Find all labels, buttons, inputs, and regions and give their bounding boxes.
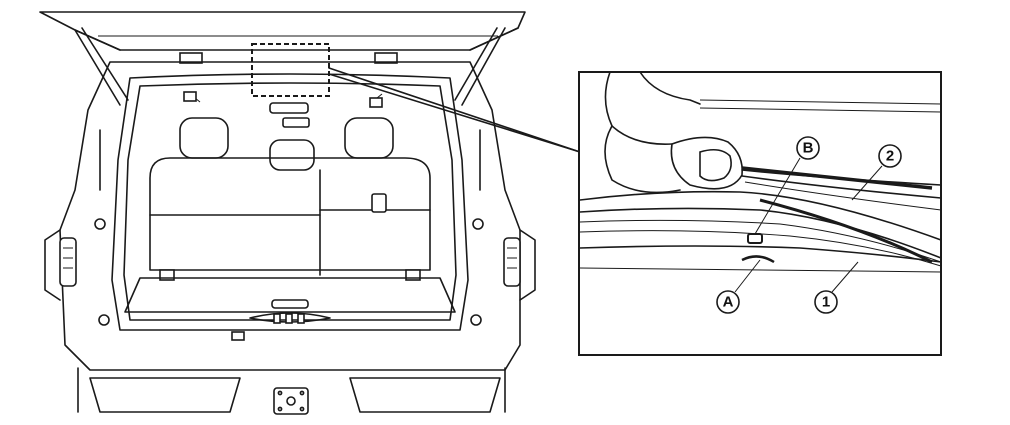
slit-a-part (741, 255, 775, 264)
callout-b-label: B (803, 140, 814, 157)
callout-b: B (796, 136, 820, 160)
vehicle-rear-view (39, 11, 536, 415)
leader-lines (734, 157, 883, 293)
cargo-opening (111, 73, 469, 331)
callout-a: A (716, 290, 740, 314)
callout-a-label: A (723, 294, 734, 311)
cable-lower (759, 198, 933, 264)
detail-view: B 2 A 1 (578, 71, 942, 356)
rear-seats (149, 117, 431, 281)
locator-dashed-box (251, 43, 330, 97)
clip-b-part (747, 233, 763, 244)
callout-2: 2 (878, 144, 902, 168)
cable (741, 166, 933, 190)
detail-frame (578, 71, 942, 356)
cargo-floor (77, 277, 506, 415)
liftgate (39, 11, 526, 106)
callout-1: 1 (814, 290, 838, 314)
detail-locator (251, 43, 581, 153)
callout-1-label: 1 (822, 294, 830, 311)
callout-2-label: 2 (886, 148, 894, 165)
